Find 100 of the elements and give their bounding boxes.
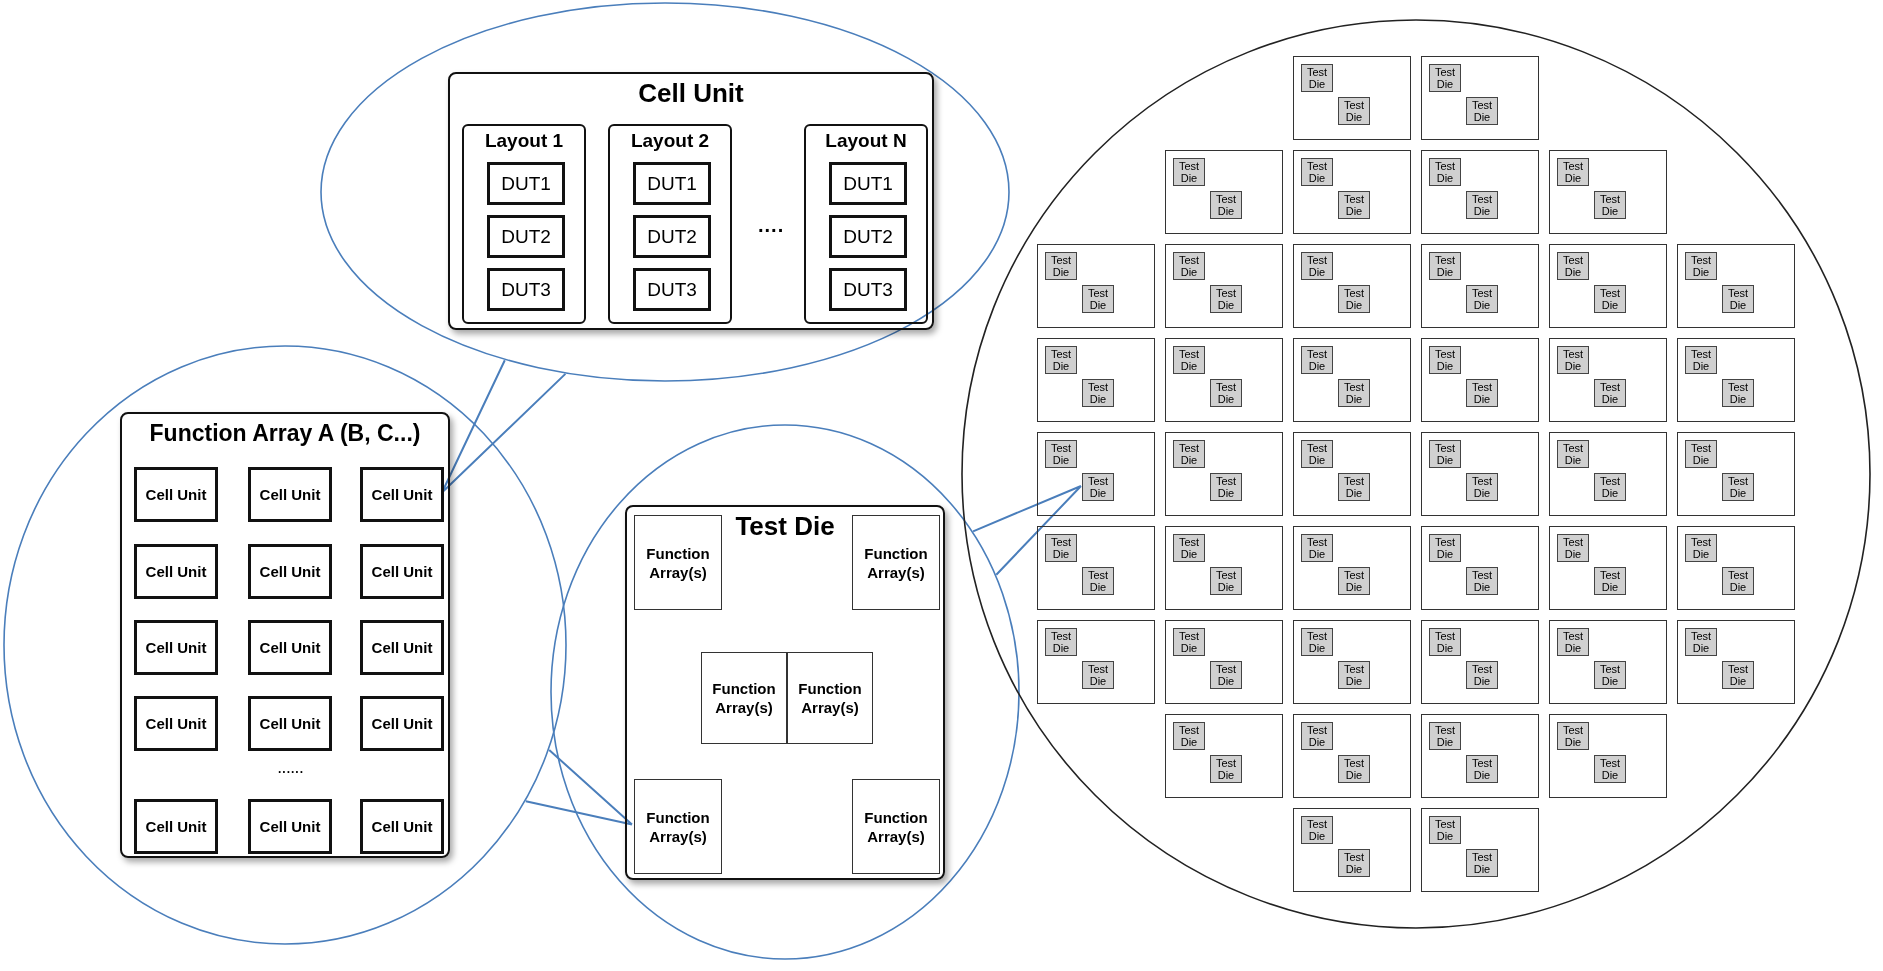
cell-unit-box	[134, 696, 218, 751]
dut-label: DUT2	[843, 225, 893, 248]
dut-label: DUT2	[647, 225, 697, 248]
dut-label: DUT1	[647, 172, 697, 195]
die-box	[1293, 526, 1411, 610]
test-die-label: Test Die	[1049, 254, 1073, 278]
cell-unit-label: Cell Unit	[259, 818, 321, 835]
cell-unit-box	[248, 620, 332, 675]
die-box	[1037, 620, 1155, 704]
dut-label: DUT3	[501, 278, 551, 301]
test-die-label: Test Die	[1470, 663, 1494, 687]
dut-box	[633, 162, 711, 205]
test-die-label: Test Die	[1214, 381, 1238, 405]
test-die-label: Test Die	[1305, 66, 1329, 90]
cell-unit-label: Cell Unit	[371, 639, 433, 656]
cell-unit-label: Cell Unit	[259, 715, 321, 732]
test-die-label: Test Die	[1433, 66, 1457, 90]
test-die-label: Test Die	[1305, 630, 1329, 654]
die-box	[1293, 808, 1411, 892]
dut-box	[633, 268, 711, 311]
die-box	[1421, 714, 1539, 798]
test-die-label: Test Die	[1598, 569, 1622, 593]
die-box	[1165, 620, 1283, 704]
test-die-label: Test Die	[1561, 348, 1585, 372]
function-array-box	[852, 515, 940, 610]
test-die-label: Test Die	[1086, 663, 1110, 687]
dut-label: DUT3	[647, 278, 697, 301]
diagram-panel	[448, 72, 934, 330]
test-die-label: Test Die	[1433, 348, 1457, 372]
test-die-label: Test Die	[1689, 630, 1713, 654]
cell-unit-box	[360, 467, 444, 522]
cell-unit-label: Cell Unit	[145, 486, 207, 503]
callout-pointer	[441, 359, 567, 494]
test-die-label: Test Die	[1086, 569, 1110, 593]
test-die-label: Test Die	[1470, 851, 1494, 875]
dut-box	[633, 215, 711, 258]
callout-bubble	[3, 345, 567, 945]
test-die-label: Test Die	[1561, 254, 1585, 278]
die-box	[1549, 150, 1667, 234]
cell-unit-box	[134, 544, 218, 599]
die-box	[1549, 620, 1667, 704]
panel-title: Test Die	[735, 511, 835, 542]
layout-box	[462, 124, 586, 324]
test-die-label: Test Die	[1342, 569, 1366, 593]
test-die-label: Test Die	[1470, 569, 1494, 593]
test-die-label: Test Die	[1177, 254, 1201, 278]
test-die-label: Test Die	[1049, 536, 1073, 560]
layout-box	[804, 124, 928, 324]
cell-unit-box	[360, 696, 444, 751]
test-die-label: Test Die	[1305, 160, 1329, 184]
test-die-label: Test Die	[1726, 569, 1750, 593]
cell-unit-box	[360, 620, 444, 675]
callout-pointer	[972, 485, 1082, 576]
cell-unit-label: Cell Unit	[145, 563, 207, 580]
test-die-label: Test Die	[1689, 348, 1713, 372]
test-die-label: Test Die	[1598, 287, 1622, 311]
die-box	[1037, 244, 1155, 328]
test-die-label: Test Die	[1598, 663, 1622, 687]
die-box	[1165, 432, 1283, 516]
cell-unit-box	[360, 799, 444, 854]
test-die-label: Test Die	[1689, 442, 1713, 466]
die-box	[1165, 244, 1283, 328]
ellipsis-mark: ......	[278, 762, 304, 776]
die-box	[1421, 526, 1539, 610]
test-die-label: Test Die	[1726, 287, 1750, 311]
test-die-label: Test Die	[1305, 442, 1329, 466]
test-die-label: Test Die	[1561, 724, 1585, 748]
test-die-label: Test Die	[1177, 160, 1201, 184]
test-die-label: Test Die	[1305, 348, 1329, 372]
diagram-panel	[625, 505, 945, 880]
test-die-label: Test Die	[1305, 818, 1329, 842]
test-die-label: Test Die	[1305, 254, 1329, 278]
cell-unit-label: Cell Unit	[145, 715, 207, 732]
test-die-label: Test Die	[1177, 630, 1201, 654]
test-die-label: Test Die	[1342, 381, 1366, 405]
die-box	[1677, 244, 1795, 328]
test-die-label: Test Die	[1342, 663, 1366, 687]
dut-box	[829, 268, 907, 311]
function-array-box	[701, 652, 787, 744]
wafer-circle	[961, 19, 1871, 929]
die-box	[1293, 432, 1411, 516]
test-die-label: Test Die	[1726, 381, 1750, 405]
test-die-label: Test Die	[1598, 381, 1622, 405]
test-die-label: Test Die	[1342, 287, 1366, 311]
test-die-label: Test Die	[1049, 442, 1073, 466]
test-die-label: Test Die	[1598, 193, 1622, 217]
test-die-label: Test Die	[1433, 724, 1457, 748]
test-die-label: Test Die	[1305, 536, 1329, 560]
test-die-label: Test Die	[1342, 757, 1366, 781]
cell-unit-box	[248, 544, 332, 599]
die-box	[1549, 714, 1667, 798]
test-die-label: Test Die	[1561, 442, 1585, 466]
cell-unit-box	[248, 799, 332, 854]
dut-label: DUT2	[501, 225, 551, 248]
die-box	[1421, 620, 1539, 704]
test-die-label: Test Die	[1214, 663, 1238, 687]
test-die-label: Test Die	[1598, 757, 1622, 781]
function-array-label: Function Array(s)	[645, 543, 711, 582]
test-die-label: Test Die	[1342, 193, 1366, 217]
function-array-label: Function Array(s)	[863, 543, 929, 582]
